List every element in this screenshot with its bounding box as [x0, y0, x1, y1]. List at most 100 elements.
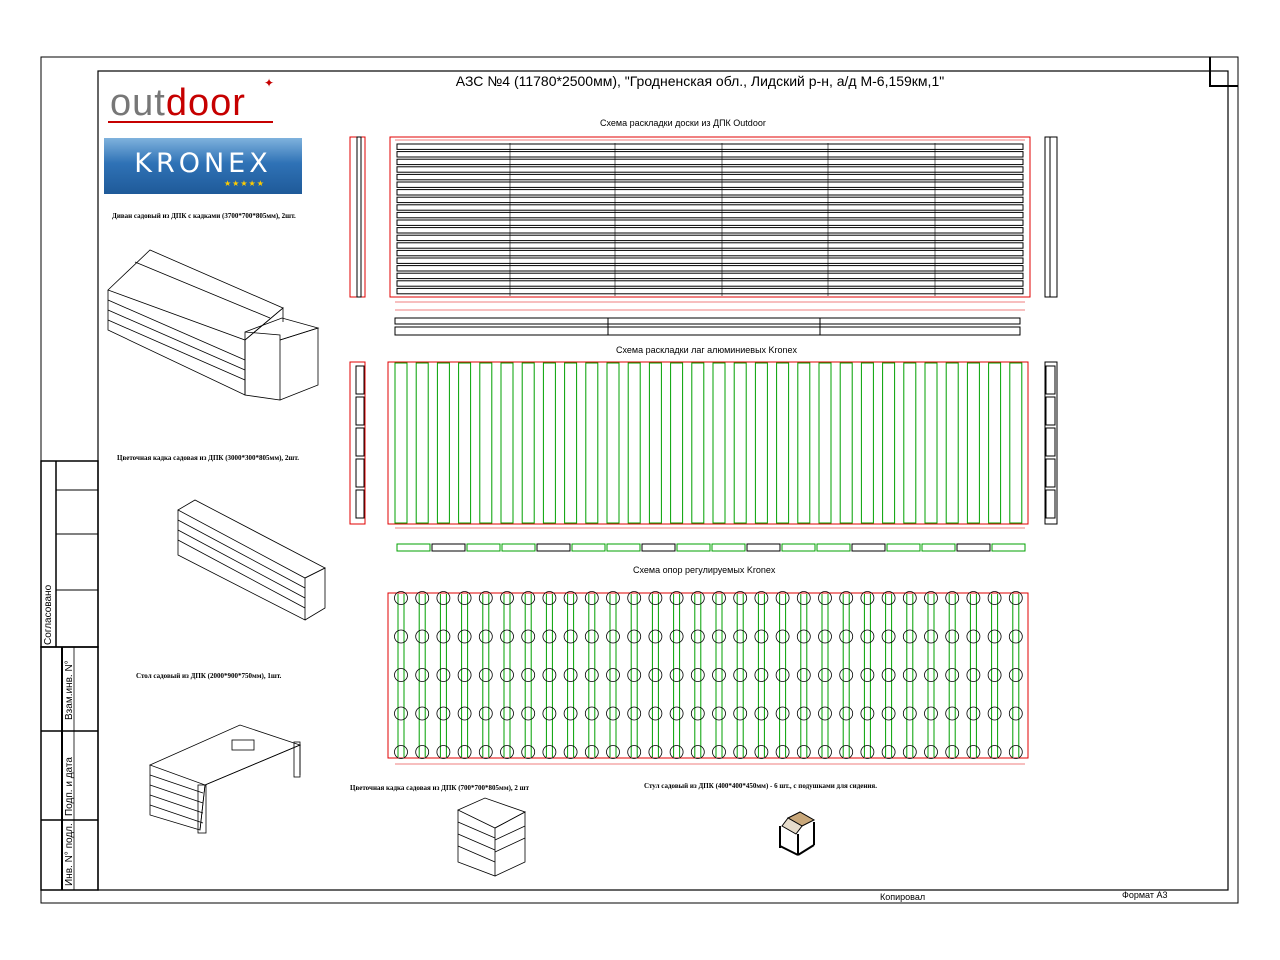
- kronex-logo: KRONEX ★★★★★: [104, 138, 302, 194]
- support-pad: [945, 591, 960, 605]
- support-pad: [606, 745, 620, 759]
- support-pad: [881, 745, 896, 759]
- joist-segment: [536, 543, 571, 552]
- support-pad: [902, 706, 917, 721]
- deck-board: [396, 196, 1024, 204]
- joist: [436, 362, 450, 524]
- joist: [670, 362, 684, 524]
- support-pad: [860, 745, 875, 759]
- support-pad: [457, 706, 472, 721]
- joist: [585, 362, 599, 524]
- support-pad: [966, 745, 981, 759]
- support-scheme: [387, 591, 1029, 765]
- support-pad: [606, 668, 620, 682]
- support-pad: [648, 745, 663, 759]
- joist-segment: [886, 543, 921, 552]
- outdoor-logo-suffix: door: [165, 82, 246, 124]
- support-pad: [818, 745, 832, 759]
- joist: [479, 362, 493, 524]
- support-pad: [394, 745, 408, 759]
- support-pad: [733, 668, 748, 682]
- joist: [860, 362, 874, 524]
- deck-board: [396, 234, 1024, 242]
- deck-board: [396, 287, 1024, 295]
- support-pad: [415, 745, 430, 759]
- scheme-title-joists: Схема раскладки лаг алюминиевых Kronex: [616, 345, 798, 355]
- support-pad: [521, 745, 536, 759]
- support-pad: [775, 706, 790, 721]
- support-pad: [1008, 745, 1023, 759]
- support-pad: [521, 629, 536, 644]
- support-pad: [775, 668, 790, 682]
- support-pad: [436, 591, 451, 605]
- joist-segment: [641, 543, 676, 552]
- support-pad: [818, 629, 832, 644]
- deck-board: [396, 257, 1024, 264]
- sofa-drawing: [107, 249, 320, 401]
- support-pad: [542, 591, 557, 605]
- support-pad: [478, 668, 493, 682]
- support-pad: [669, 745, 684, 759]
- support-pad: [924, 591, 938, 605]
- support-pad: [415, 668, 430, 682]
- support-pad: [457, 591, 472, 605]
- joist-end-block: [355, 458, 365, 488]
- support-pad: [839, 668, 854, 682]
- joist-segment: [956, 543, 991, 552]
- support-pad: [415, 591, 430, 605]
- maple-leaf-icon: ✦: [264, 76, 275, 90]
- support-pad: [712, 591, 726, 605]
- support-pad: [394, 629, 408, 644]
- support-pad: [818, 668, 832, 682]
- deck-board: [396, 151, 1024, 158]
- support-pad: [606, 706, 620, 721]
- joist-end-block: [355, 396, 365, 426]
- support-pad: [690, 668, 705, 682]
- joist: [458, 362, 472, 524]
- support-pad: [478, 706, 493, 721]
- support-pad: [860, 591, 875, 605]
- support-pad: [818, 706, 832, 721]
- support-pad: [712, 629, 726, 644]
- support-pad: [500, 706, 514, 721]
- joist: [564, 362, 578, 524]
- deck-board: [396, 143, 1024, 150]
- support-pad: [945, 745, 960, 759]
- deck-board: [396, 204, 1024, 211]
- joist-segment: [921, 543, 956, 552]
- support-pad: [584, 745, 599, 759]
- joist-segment: [676, 543, 711, 552]
- support-pad: [521, 591, 536, 605]
- joist-segment: [501, 543, 536, 552]
- joist: [776, 362, 790, 524]
- joist-end-block: [355, 365, 365, 395]
- joist-end-block: [1045, 489, 1056, 519]
- deck-board: [396, 219, 1024, 226]
- product-label-planter-small: Цветочная кадка садовая из ДПК (700*700*…: [350, 784, 530, 792]
- support-pad: [394, 706, 408, 721]
- support-pad: [902, 668, 917, 682]
- deck-board: [396, 249, 1024, 257]
- joist-scheme: [349, 361, 1058, 552]
- joist: [924, 362, 938, 524]
- support-pad: [966, 629, 981, 644]
- support-pad: [563, 629, 578, 644]
- support-pad: [648, 668, 663, 682]
- support-pad: [627, 668, 642, 682]
- joist-segment: [746, 543, 781, 552]
- deck-board-scheme: [349, 136, 1058, 336]
- support-pad: [796, 629, 811, 644]
- support-pad: [945, 668, 960, 682]
- joist: [415, 362, 429, 524]
- support-pad: [712, 668, 726, 682]
- support-pad: [987, 745, 1002, 759]
- joist: [521, 362, 535, 524]
- support-pad: [924, 745, 938, 759]
- deck-board: [396, 181, 1024, 188]
- support-pad: [500, 745, 514, 759]
- footer-format: Формат А3: [1122, 890, 1168, 900]
- support-pad: [924, 668, 938, 682]
- support-pad: [521, 706, 536, 721]
- support-pad: [945, 629, 960, 644]
- support-pad: [733, 629, 748, 644]
